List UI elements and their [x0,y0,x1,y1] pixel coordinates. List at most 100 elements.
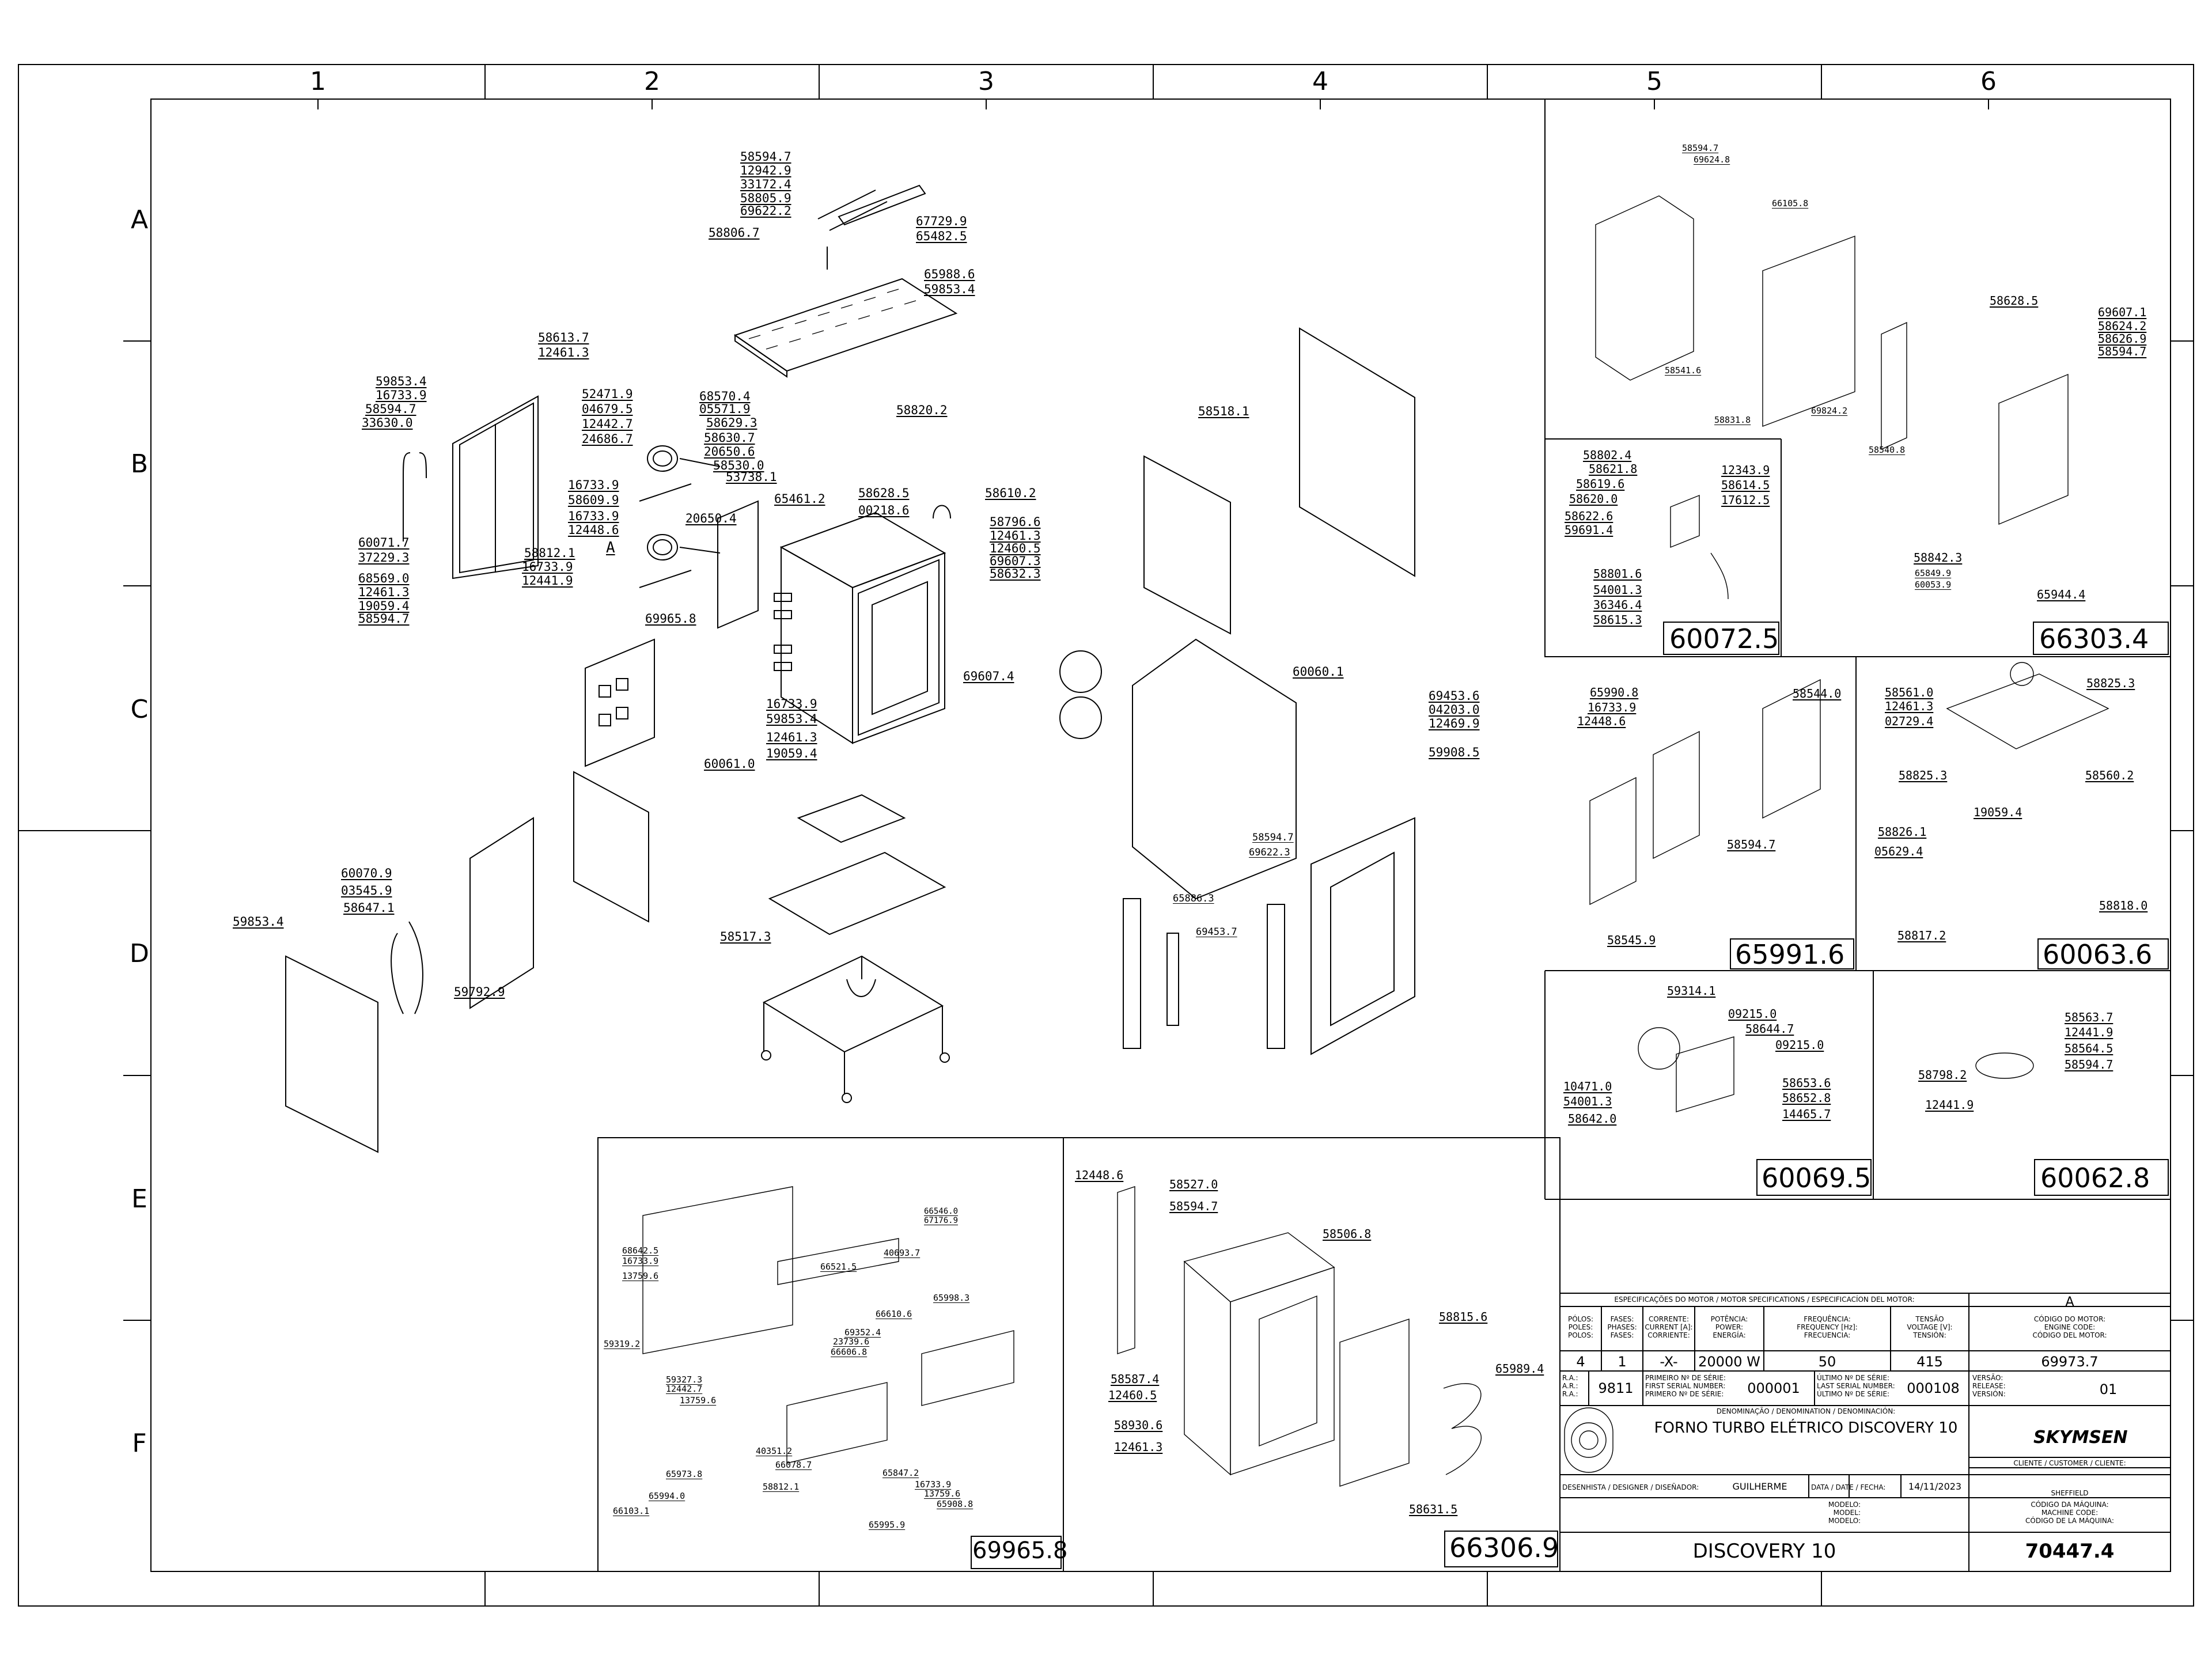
part-callout: 58812.1 [524,546,575,560]
part-callout: 04203.0 [1429,703,1480,717]
part-callout: 58632.3 [990,567,1041,581]
part-callout: 12461.3 [1114,1440,1163,1454]
part-callout: 60060.1 [1293,665,1344,679]
inset-code-69965: 69965.8 [972,1537,1068,1564]
part-callout: 33630.0 [362,416,413,430]
part-callout: 12448.6 [1075,1168,1124,1182]
column-label-6: 6 [1980,67,1997,96]
version-value: 01 [2099,1381,2118,1397]
part-callout: 12469.9 [1429,717,1480,730]
part-callout: 09215.0 [1728,1007,1777,1021]
part-callout: 58620.0 [1569,492,1618,506]
row-label-d: D [130,939,149,968]
part-callout: 58826.1 [1878,825,1927,839]
part-callout: 69607.4 [963,669,1014,683]
part-callout: 13759.6 [680,1395,717,1406]
part-callout: 58628.5 [858,486,910,500]
part-callout: 65944.4 [2037,588,2086,601]
motor-drawings [639,445,721,588]
row-ticks [123,340,2194,1321]
part-callout: 60061.0 [704,757,755,771]
inset-code-60062: 60062.8 [2040,1162,2150,1194]
part-callout: 40351.2 [756,1446,793,1456]
part-callout: 66606.8 [831,1347,868,1357]
part-callout: 69622.2 [740,204,791,218]
motor-spec-header: ESPECIFICAÇÕES DO MOTOR / MOTOR SPECIFIC… [1614,1296,1915,1304]
part-callout: 19059.4 [766,747,817,760]
part-callout: 58647.1 [343,901,395,915]
part-callout: 65886.3 [1173,893,1214,904]
part-callout: 58615.3 [1593,613,1642,627]
designer-label: DESENHISTA / DESIGNER / DISEÑADOR: [1562,1483,1699,1491]
part-callout: 12461.3 [1885,699,1934,713]
part-callout: 69453.7 [1196,926,1237,938]
part-callout: 66105.8 [1772,198,1809,209]
first-serial-value: 000001 [1747,1380,1800,1396]
part-callout: 65998.3 [933,1293,970,1303]
inset-grid-right [1544,99,2171,1200]
part-callout: 58930.6 [1114,1418,1163,1432]
part-callout: 12441.9 [522,574,573,588]
designer-value: GUILHERME [1732,1481,1787,1492]
part-callout: 14465.7 [1782,1107,1831,1121]
part-callout: 12441.9 [1925,1098,1974,1112]
version-label: VERSÃO: RELEASE: VERSIÓN: [1972,1374,2006,1398]
part-callout: 59792.9 [454,985,505,999]
inset-code-66306: 66306.9 [1449,1532,1559,1563]
part-callout: 04679.5 [582,402,633,416]
part-callout: 58653.6 [1782,1076,1831,1090]
part-callout: 23739.6 [833,1336,870,1347]
part-callout: 58825.3 [1899,768,1948,782]
part-callout: 69607.1 [2098,305,2147,319]
part-callout: 60071.7 [358,536,410,550]
part-callout: 65482.5 [916,229,967,243]
part-callout: 58642.0 [1568,1112,1617,1126]
last-serial-value: 000108 [1907,1380,1960,1396]
part-callout: 16733.9 [915,1479,952,1490]
top-panel-drawing [733,184,958,378]
inset-code-60063: 60063.6 [2043,939,2153,970]
part-callout: 20650.6 [704,445,755,459]
part-callout: 68569.0 [358,571,410,585]
part-callout: 59327.3 [666,1374,703,1385]
column-ticks [317,65,1989,1606]
part-callout: 12442.7 [666,1384,703,1394]
part-callout: 58544.0 [1793,687,1842,700]
part-callout: 66521.5 [820,1262,857,1272]
part-callout: 58842.3 [1914,551,1963,565]
part-callout: 58798.2 [1918,1068,1967,1082]
first-serial-label: PRIMEIRO Nº DE SÉRIE: FIRST SERIAL NUMBE… [1645,1374,1726,1398]
inset-code-60072: 60072.5 [1669,623,1779,654]
part-callout: 13759.6 [622,1271,659,1281]
part-callout: 59314.1 [1667,984,1716,998]
part-callout: 65989.4 [1495,1362,1544,1376]
part-callout: 69453.6 [1429,689,1480,703]
part-callout: 12461.3 [990,529,1041,543]
part-callout: 05629.4 [1874,844,1923,858]
part-callout: 58527.0 [1169,1177,1218,1191]
part-callout: 58818.0 [2099,899,2148,912]
part-callout: 59853.4 [766,712,817,726]
part-callout: 66546.0 [924,1207,959,1216]
part-callout: 54001.3 [1593,583,1642,597]
part-callout: 00218.6 [858,503,910,517]
rear-panel-drawing [403,395,539,579]
part-callout: 58831.8 [1714,415,1751,425]
frequency-label: FREQUÊNCIA: FREQUENCY [Hz]: FRECUENCIA: [1797,1315,1858,1339]
part-callout: 58825.3 [2086,676,2135,690]
part-callout: 58594.7 [740,150,791,164]
part-callout: 58594.7 [358,612,410,626]
column-label-5: 5 [1646,67,1662,96]
part-callout: 58563.7 [2065,1010,2113,1024]
machine-code-label: CÓDIGO DA MÁQUINA: MACHINE CODE: CÓDIGO … [2025,1501,2114,1525]
part-callout: 58796.6 [990,515,1041,529]
part-callout: 58805.9 [740,191,791,205]
part-callout: 16733.9 [1588,700,1637,714]
part-callout: 16733.9 [568,478,619,492]
model-label: MODELO: MODEL: MODELO: [1828,1501,1861,1525]
engine-code-label: CÓDIGO DO MOTOR: ENGINE CODE: CÓDIGO DEL… [2032,1315,2107,1339]
part-callout: 67176.9 [924,1216,959,1225]
part-callout: 58621.8 [1589,462,1638,476]
part-callout: 69965.8 [645,612,696,626]
top-panel-slots [748,289,916,350]
